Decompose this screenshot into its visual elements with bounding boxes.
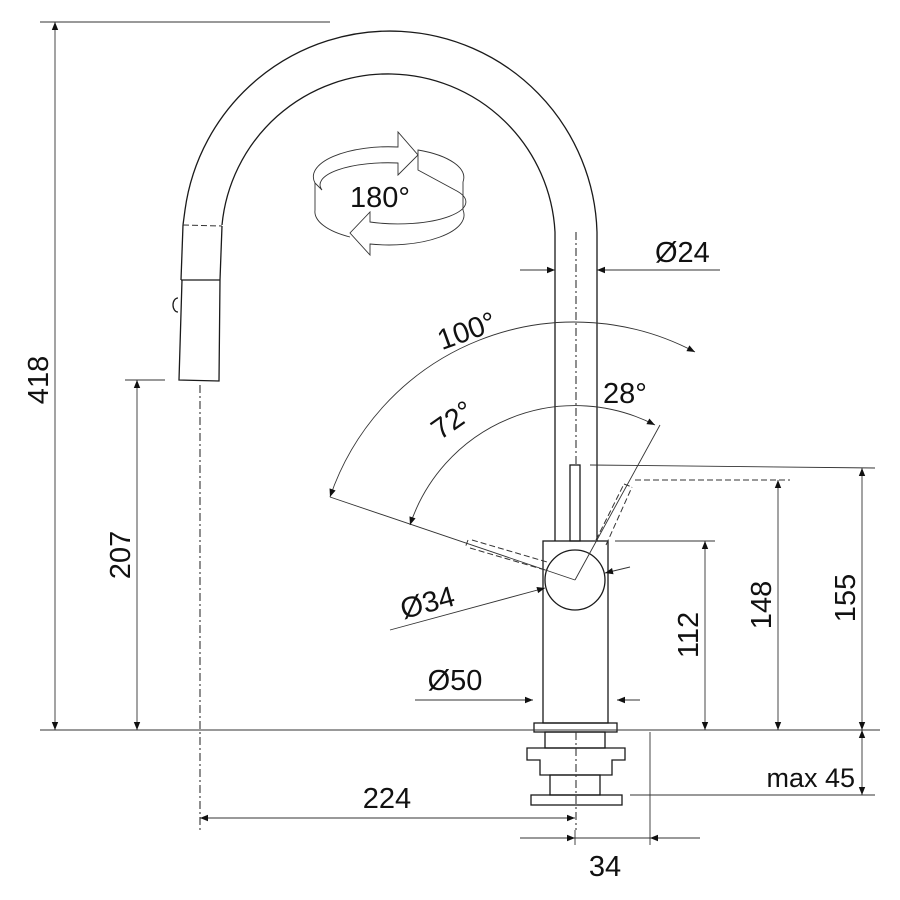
reference-lines: [40, 21, 880, 845]
dim-lever-28: 28°: [603, 378, 647, 410]
dim-reach: 224: [363, 783, 411, 815]
dim-lever-155: 155: [830, 574, 862, 622]
dim-lever-148: 148: [746, 581, 778, 629]
dim-spout-diameter: Ø24: [655, 237, 710, 269]
dim-body-offset: 34: [589, 851, 621, 883]
dimensions: 418 207 224 34 Ø24 100° 72° 28° Ø34 Ø50 …: [23, 22, 866, 883]
dim-total-height: 418: [23, 356, 55, 404]
dim-lever-100: 100°: [433, 306, 500, 357]
swivel-angle-label: 180°: [350, 182, 410, 214]
faucet-body: [329, 424, 661, 830]
dim-lever-72: 72°: [426, 395, 480, 446]
dim-body-diameter: Ø50: [428, 665, 483, 697]
dim-max-deck: max 45: [766, 763, 855, 793]
dim-outlet-height: 207: [105, 531, 137, 579]
dim-lever-diameter: Ø34: [397, 581, 458, 626]
swivel-rotation-icon: 180°: [312, 130, 467, 257]
spout: [172, 30, 598, 541]
dim-body-height: 112: [673, 612, 705, 658]
